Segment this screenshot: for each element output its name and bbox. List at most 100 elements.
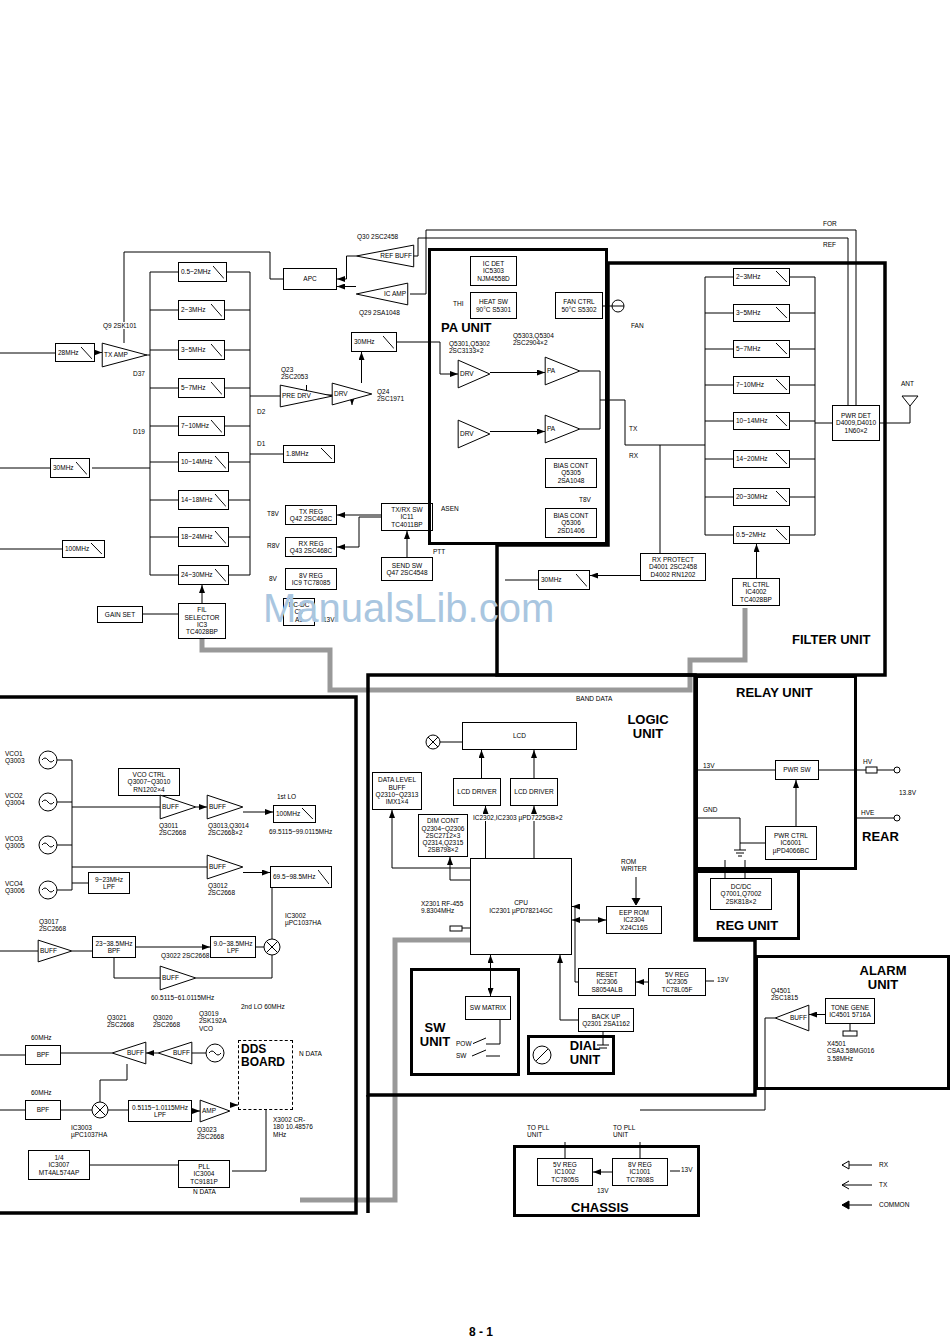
annotation-label: BAND DATA xyxy=(575,695,613,702)
block-box: PWR CTRLIC6001 µPD4066BC xyxy=(765,826,817,860)
node-text: 50°C S5302 xyxy=(558,306,600,313)
annotation-label: X2301 RF-455 9.8304MHz xyxy=(420,900,466,915)
node-text: 5V REG xyxy=(651,971,703,978)
unit-title: DIAL UNIT xyxy=(556,1039,614,1068)
annotation-label: D1 xyxy=(256,440,266,447)
node-text: AMP xyxy=(202,1107,216,1114)
node-text: LCD DRIVER xyxy=(513,788,555,795)
block-box: 5V REGIC2305 TC78L05F xyxy=(648,968,706,996)
signal-line xyxy=(243,872,270,873)
signal-line xyxy=(337,256,356,279)
filter-box: 0.5~2MHz xyxy=(178,262,227,282)
amplifier-outline xyxy=(160,795,196,819)
amplifier-triangle: BUFF xyxy=(158,1042,192,1064)
filter-box: 14~18MHz xyxy=(178,490,229,510)
amplifier-outline xyxy=(545,357,580,385)
filter-box: 5~7MHz xyxy=(178,378,225,398)
unit-outline xyxy=(368,675,755,1095)
amplifier-triangle: DRV xyxy=(332,383,372,405)
node-text: IC3007 MT4AL574AP xyxy=(31,1161,87,1176)
block-box: TONE GENEIC4501 5716A xyxy=(825,998,875,1024)
node-text: IC3004 TC9181P xyxy=(181,1170,227,1185)
block-box: PWR SW xyxy=(775,760,819,780)
annotation-label: 13V xyxy=(680,1166,694,1173)
node-text: RX REG xyxy=(288,540,334,547)
node-text: 14~18MHz xyxy=(181,496,214,503)
unit-title: ALARM UNIT xyxy=(853,964,913,993)
filter-box: 10~14MHz xyxy=(178,452,229,472)
node-text: FIL SELECTOR xyxy=(181,606,223,621)
block-box: 8V REGIC1001 TC7808S xyxy=(612,1158,668,1186)
node-text: GAIN SET xyxy=(100,611,140,618)
node-text: 100MHz xyxy=(276,810,301,817)
node-text: TONE GENE xyxy=(828,1004,872,1011)
unit-title: LOGIC UNIT xyxy=(623,713,673,742)
node-text: RX PROTECT xyxy=(643,556,703,563)
vco-symbol xyxy=(42,758,54,892)
signal-line xyxy=(361,352,362,383)
node-text: 5~7MHz xyxy=(736,345,775,352)
annotation-label: X4501 CSA3.58MG016 3.58MHz xyxy=(826,1040,890,1062)
block-box: DIM CONTQ2304~Q2306 2SC2712×3 Q2314,Q231… xyxy=(418,814,468,857)
block-box: 23~38.5MHzBPF xyxy=(92,936,136,958)
legend-text: RX xyxy=(878,1161,889,1168)
amplifier-triangle: BUFF xyxy=(160,795,196,819)
filter-box: 100MHz xyxy=(273,805,316,823)
annotation-label: ANT xyxy=(900,380,915,387)
node-text: LPF xyxy=(91,883,127,890)
node-text: Q5306 2SD1406 xyxy=(548,519,594,534)
block-box: 1/4IC3007 MT4AL574AP xyxy=(28,1150,90,1180)
legend-text: COMMON xyxy=(878,1201,910,1208)
filter-box: 30MHz xyxy=(538,570,590,590)
wire xyxy=(410,230,856,405)
unit-title: REG UNIT xyxy=(716,919,778,933)
filter-box: 18~24MHz xyxy=(178,527,229,547)
amplifier-triangle: IC AMP xyxy=(356,283,408,305)
node-text: SW MATRIX xyxy=(468,1004,508,1011)
block-box: PWR DETD4009,D4010 1N60×2 xyxy=(832,405,880,441)
filter-box: 2~3MHz xyxy=(178,300,225,320)
filter-box: 3~5MHz xyxy=(178,340,225,360)
filter-box: 7~10MHz xyxy=(733,376,790,394)
signal-line xyxy=(337,515,381,516)
unit-region: DIAL UNIT xyxy=(527,1035,615,1075)
signal-line xyxy=(243,812,273,813)
antenna-symbol xyxy=(902,396,918,406)
block-box: TX/RX SWIC11 TC4011BP xyxy=(381,503,433,531)
legend-arrow xyxy=(842,1161,849,1169)
wire xyxy=(705,277,910,535)
node-text: IC2306 S8054ALB xyxy=(581,978,633,993)
node-text: IC AMP xyxy=(384,290,406,297)
annotation-label: POW xyxy=(455,1040,473,1047)
node-text: BACK UP xyxy=(581,1013,631,1020)
annotation-label: Q5301,Q5302 2SC3133×2 xyxy=(448,340,506,355)
node-text: Q2304~Q2306 2SC2712×3 Q2314,Q2315 2SB798… xyxy=(421,825,465,854)
amplifier-outline xyxy=(207,855,243,879)
node-text: BUFF xyxy=(40,947,57,954)
mixer-symbol xyxy=(267,942,278,953)
node-text: IC1002 TC7805S xyxy=(540,1168,590,1183)
vco-symbol xyxy=(209,1051,221,1055)
signal-line xyxy=(490,431,545,432)
node-text: BUFF xyxy=(173,1049,190,1056)
node-text: DRV xyxy=(460,430,474,437)
block-box: LCD DRIVER xyxy=(453,778,501,806)
node-text: APC xyxy=(286,275,334,282)
wire xyxy=(505,371,705,580)
annotation-label: 1st LO xyxy=(276,793,297,800)
annotation-label: ROM WRITER xyxy=(620,858,656,873)
annotation-label: VCO2 Q3004 xyxy=(4,792,30,807)
node-text: 3~5MHz xyxy=(736,309,775,316)
node-text: 90°C S5301 xyxy=(473,306,514,313)
wire xyxy=(0,252,283,614)
amplifier-triangle: BUFF xyxy=(38,940,72,962)
annotation-label: Q24 2SC1971 xyxy=(376,388,414,403)
signal-line xyxy=(202,585,203,603)
amplifier-triangle: AMP xyxy=(200,1100,230,1122)
signal-line xyxy=(392,810,470,868)
node-text: IC1001 TC7808S xyxy=(615,1168,665,1183)
node-text: BUFF xyxy=(162,974,179,981)
node-text: Q2310~Q2313 IMX1×4 xyxy=(375,791,419,806)
node-text: TX AMP xyxy=(104,351,128,358)
filter-box: 1.8MHz xyxy=(283,445,335,463)
